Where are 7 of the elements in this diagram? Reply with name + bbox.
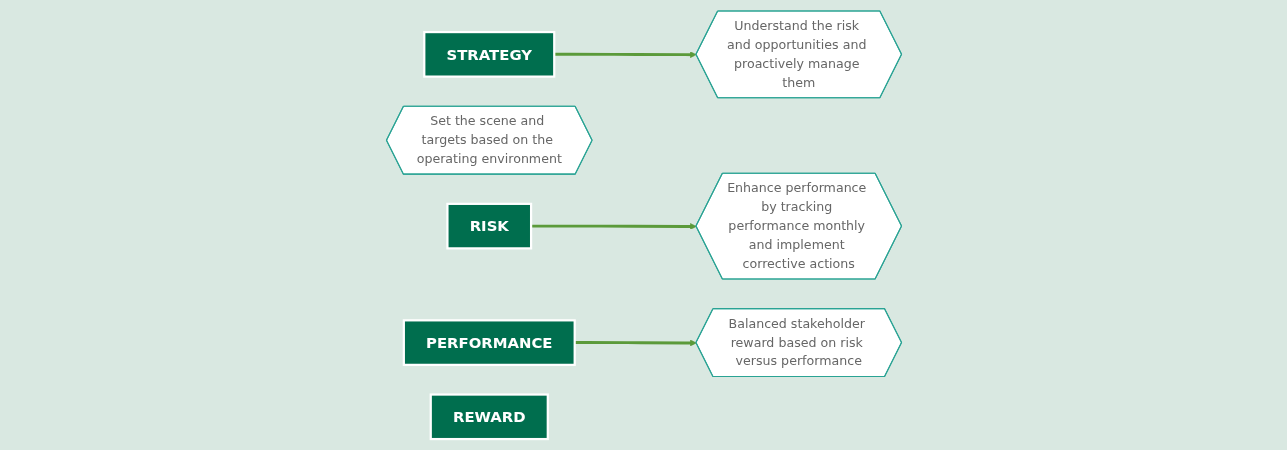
arrow xyxy=(530,223,697,230)
node-box: PERFORMANCE xyxy=(402,319,576,366)
arrow xyxy=(553,51,697,58)
arrow xyxy=(574,339,697,347)
node-box: RISK xyxy=(445,202,532,250)
node-box: REWARD xyxy=(429,393,549,441)
node-box: STRATEGY xyxy=(422,30,555,78)
